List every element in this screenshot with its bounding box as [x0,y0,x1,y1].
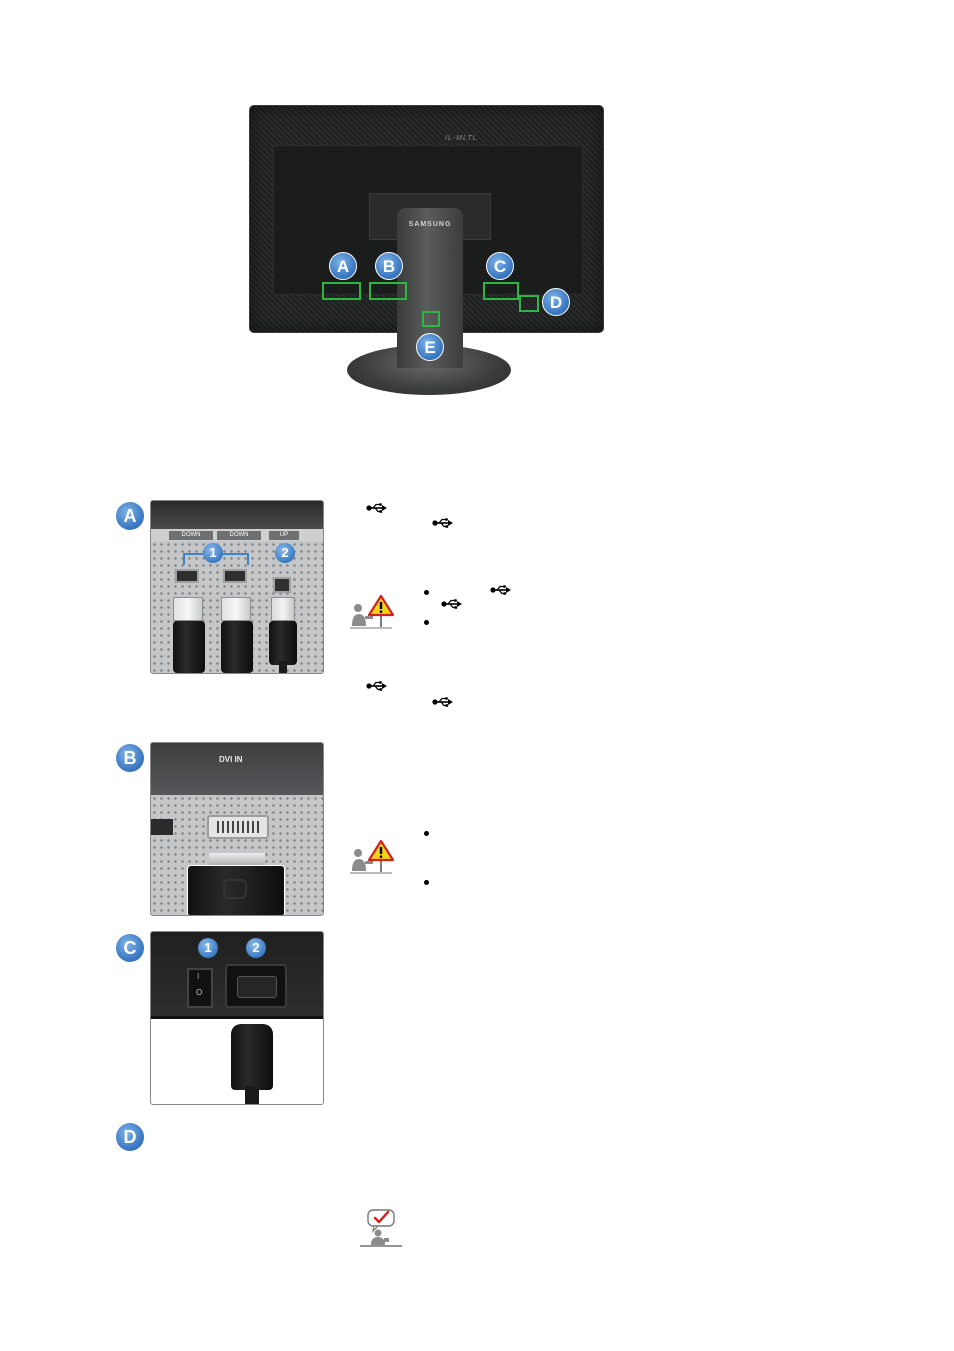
section-marker-c: C [116,934,144,962]
bullet-point [424,880,429,885]
dvi-plug-body [187,865,285,915]
photo-number-1: 1 [203,543,223,563]
usb-a-plug-2 [221,597,251,621]
dvi-in-label: DVI IN [219,755,243,764]
usb-ports-photo: DOWN DOWN UP 1 2 [150,500,324,674]
usb-down-port-2 [223,569,247,583]
port-label-down-2: DOWN [217,531,261,540]
power-cable [245,1086,259,1104]
usb-plug-body-1 [173,621,205,673]
highlight-box-a [322,282,361,300]
power-switch-off-label: O [196,988,203,997]
usb-a-plug-1 [173,597,203,621]
bullet-point [424,831,429,836]
note-check-person-icon [360,1209,402,1247]
highlight-box-b [369,282,407,300]
usb-cable-3 [279,661,287,673]
dvi-plug-metal [209,853,265,867]
usb-symbol-icon [441,599,462,609]
callout-e: E [416,333,444,361]
monitor-rear-illustration: IL-MLTL SAMSUNG A B C D E [249,105,604,397]
section-marker-a: A [116,502,144,530]
dvi-port-pins [217,821,259,833]
usb-symbol-icon [366,681,387,691]
section-marker-d: D [116,1123,144,1151]
port-label-down-1: DOWN [169,531,213,540]
usb-symbol-icon [432,518,453,528]
brand-label: SAMSUNG [408,221,452,228]
power-connector-photo: 1 2 I O [150,931,324,1105]
bullet-point [424,620,429,625]
callout-c: C [486,252,514,280]
photo-number-2: 2 [275,543,295,563]
section-marker-b: B [116,744,144,772]
usb-b-port [151,819,173,835]
usb-up-port [273,577,291,593]
highlight-box-e [422,311,440,327]
usb-plug-body-2 [221,621,253,673]
usb-symbol-icon [432,697,453,707]
photo-number-1: 1 [198,938,218,958]
photo-upper-bezel [151,743,323,795]
caution-person-icon [350,594,394,629]
callout-b: B [375,252,403,280]
highlight-box-d [519,295,539,312]
dvi-in-photo: DVI IN [150,742,324,916]
bullet-point [424,590,429,595]
ac-inlet-pins [237,976,277,998]
callout-a: A [329,252,357,280]
usb-symbol-icon [366,503,387,513]
power-switch-on-label: I [197,972,200,981]
photo-top-bezel [151,501,323,529]
caution-person-icon [350,839,394,874]
callout-d: D [542,288,570,316]
usb-down-port-1 [175,569,199,583]
usb-symbol-icon [490,585,511,595]
power-plug-body [231,1024,273,1090]
highlight-box-c [483,282,519,300]
power-switch [187,968,213,1008]
photo-number-2: 2 [246,938,266,958]
usb-b-plug-metal [271,597,295,621]
model-mark: IL-MLTL [445,135,478,142]
port-label-up: UP [269,531,299,540]
dvi-plug-logo [223,879,247,899]
usb-plug-body-3 [269,621,297,665]
